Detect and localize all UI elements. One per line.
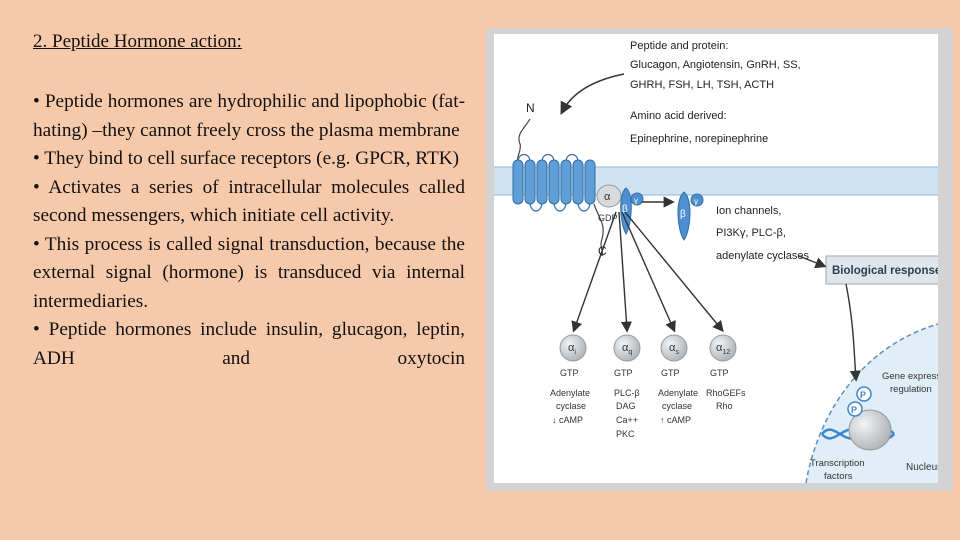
g-beta-label: β — [680, 209, 686, 220]
ligand-text: Epinephrine, norepinephrine — [630, 133, 768, 145]
transcription-factors-text: factors — [824, 471, 853, 482]
transcription-factors-text: Transcription — [810, 458, 865, 469]
gene-expression-text: regulation — [890, 384, 932, 395]
ligand-text: GHRH, FSH, LH, TSH, ACTH — [630, 79, 774, 91]
bullet-item: • Peptide hormones include insulin, gluc… — [33, 319, 465, 369]
ligand-binding-arrow — [560, 73, 625, 115]
g-beta-subunit — [677, 191, 691, 241]
receptor-helix — [524, 159, 536, 205]
receptor-helix — [512, 159, 524, 205]
n-terminus-tail — [516, 118, 531, 165]
alpha-i-column: αi GTP Adenylate cyclase ↓ cAMP — [550, 334, 590, 425]
bullet-item: • Peptide hormones are hydrophilic and l… — [33, 91, 465, 141]
receptor-loop — [577, 201, 591, 212]
alpha-label: α12 — [716, 342, 730, 356]
alpha-12-column: α12 GTP RhoGEFs Rho — [706, 334, 746, 411]
alpha-s-column: αs GTP Adenylate cyclase ↑ cAMP — [658, 334, 698, 425]
receptor-loop — [529, 201, 543, 212]
bullet-item: • They bind to cell surface receptors (e… — [33, 148, 460, 169]
alpha-effect-text: Ca++ — [616, 415, 638, 425]
alpha-q-subunit — [613, 334, 641, 362]
alpha-effect-text: RhoGEFs — [706, 388, 746, 398]
nucleus-label: Nucleus — [906, 462, 938, 473]
alpha-q-column: αq GTP PLC-β DAG Ca++ PKC — [613, 334, 641, 439]
gdp-label: GDP — [598, 213, 618, 223]
alpha-12-subunit — [709, 334, 737, 362]
alpha-activation-arrow — [621, 211, 676, 333]
alpha-effect-text: Adenylate — [658, 388, 698, 398]
n-terminus-label: N — [526, 101, 535, 115]
alpha-effect-text: Adenylate — [550, 388, 590, 398]
g-alpha-label: α — [604, 191, 611, 203]
effector-text: PI3Kγ, PLC-β, — [716, 227, 786, 239]
receptor-helix — [572, 159, 584, 205]
biological-responses-label: Biological responses — [832, 265, 938, 277]
alpha-label: αi — [568, 342, 576, 356]
effector-text: adenylate cyclases — [716, 250, 809, 262]
bullet-item: • This process is called signal transduc… — [33, 233, 465, 312]
alpha-activation-arrow — [571, 211, 617, 333]
bullet-list: • Peptide hormones are hydrophilic and l… — [33, 88, 465, 373]
alpha-label: αs — [669, 342, 679, 356]
g-beta-gamma-dimer: β γ — [677, 191, 704, 241]
g-protein-heterotrimer: α GDP β γ — [596, 184, 644, 235]
phospho-group — [856, 386, 872, 402]
g-gamma-subunit — [690, 193, 704, 207]
alpha-s-subunit — [660, 334, 688, 362]
ligand-text: Peptide and protein: — [630, 40, 728, 52]
alpha-i-subunit — [559, 334, 587, 362]
g-gamma-subunit — [630, 192, 644, 206]
gene-regulation-arrow — [845, 283, 861, 382]
alpha-label: αq — [622, 342, 632, 356]
alpha-activation-arrow — [618, 211, 633, 333]
gtp-label: GTP — [560, 368, 579, 378]
figure-panel: Peptide and protein: Glucagon, Angiotens… — [494, 34, 938, 483]
g-beta-label: β — [622, 204, 628, 215]
g-gamma-label: γ — [694, 197, 698, 206]
receptor-helix — [548, 159, 560, 205]
gpcr-receptor — [512, 153, 596, 212]
alpha-effect-text: Rho — [716, 401, 733, 411]
g-alpha-subunit — [596, 184, 622, 208]
nuclear-membrane — [805, 323, 938, 483]
effector-response-arrow — [798, 255, 827, 269]
gtp-label: GTP — [710, 368, 729, 378]
ligand-text: Glucagon, Angiotensin, GnRH, SS, — [630, 59, 801, 71]
alpha-effect-text: PLC-β — [614, 388, 640, 398]
slide-title: 2. Peptide Hormone action: — [33, 31, 242, 52]
alpha-effect-text: cyclase — [662, 401, 692, 411]
phospho-group — [847, 401, 863, 417]
alpha-effect-text: ↓ cAMP — [552, 415, 583, 425]
effector-text: Ion channels, — [716, 205, 781, 217]
biological-responses-box — [825, 255, 938, 285]
alpha-effect-text: cyclase — [556, 401, 586, 411]
gtp-label: GTP — [661, 368, 680, 378]
receptor-loop — [553, 201, 567, 212]
alpha-effect-text: ↑ cAMP — [660, 415, 691, 425]
g-beta-subunit — [620, 187, 632, 235]
gtp-label: GTP — [614, 368, 633, 378]
alpha-effect-text: PKC — [616, 429, 635, 439]
nucleus-envelope — [806, 324, 938, 483]
g-gamma-label: γ — [634, 196, 638, 205]
alpha-activation-arrow — [624, 211, 724, 333]
phospho-label: P — [851, 405, 857, 415]
receptor-helix — [584, 159, 596, 205]
gene-expression-text: Gene expression — [882, 371, 938, 382]
ligand-text: Amino acid derived: — [630, 110, 727, 122]
figure-frame: Peptide and protein: Glucagon, Angiotens… — [486, 28, 953, 491]
receptor-helix — [560, 159, 572, 205]
gpcr-signaling-diagram: Peptide and protein: Glucagon, Angiotens… — [494, 40, 938, 483]
alpha-effect-text: DAG — [616, 401, 636, 411]
bullet-item: • Activates a series of intracellular mo… — [33, 176, 465, 227]
transcription-factor — [848, 409, 892, 451]
receptor-helix — [536, 159, 548, 205]
phospho-label: P — [860, 390, 866, 400]
